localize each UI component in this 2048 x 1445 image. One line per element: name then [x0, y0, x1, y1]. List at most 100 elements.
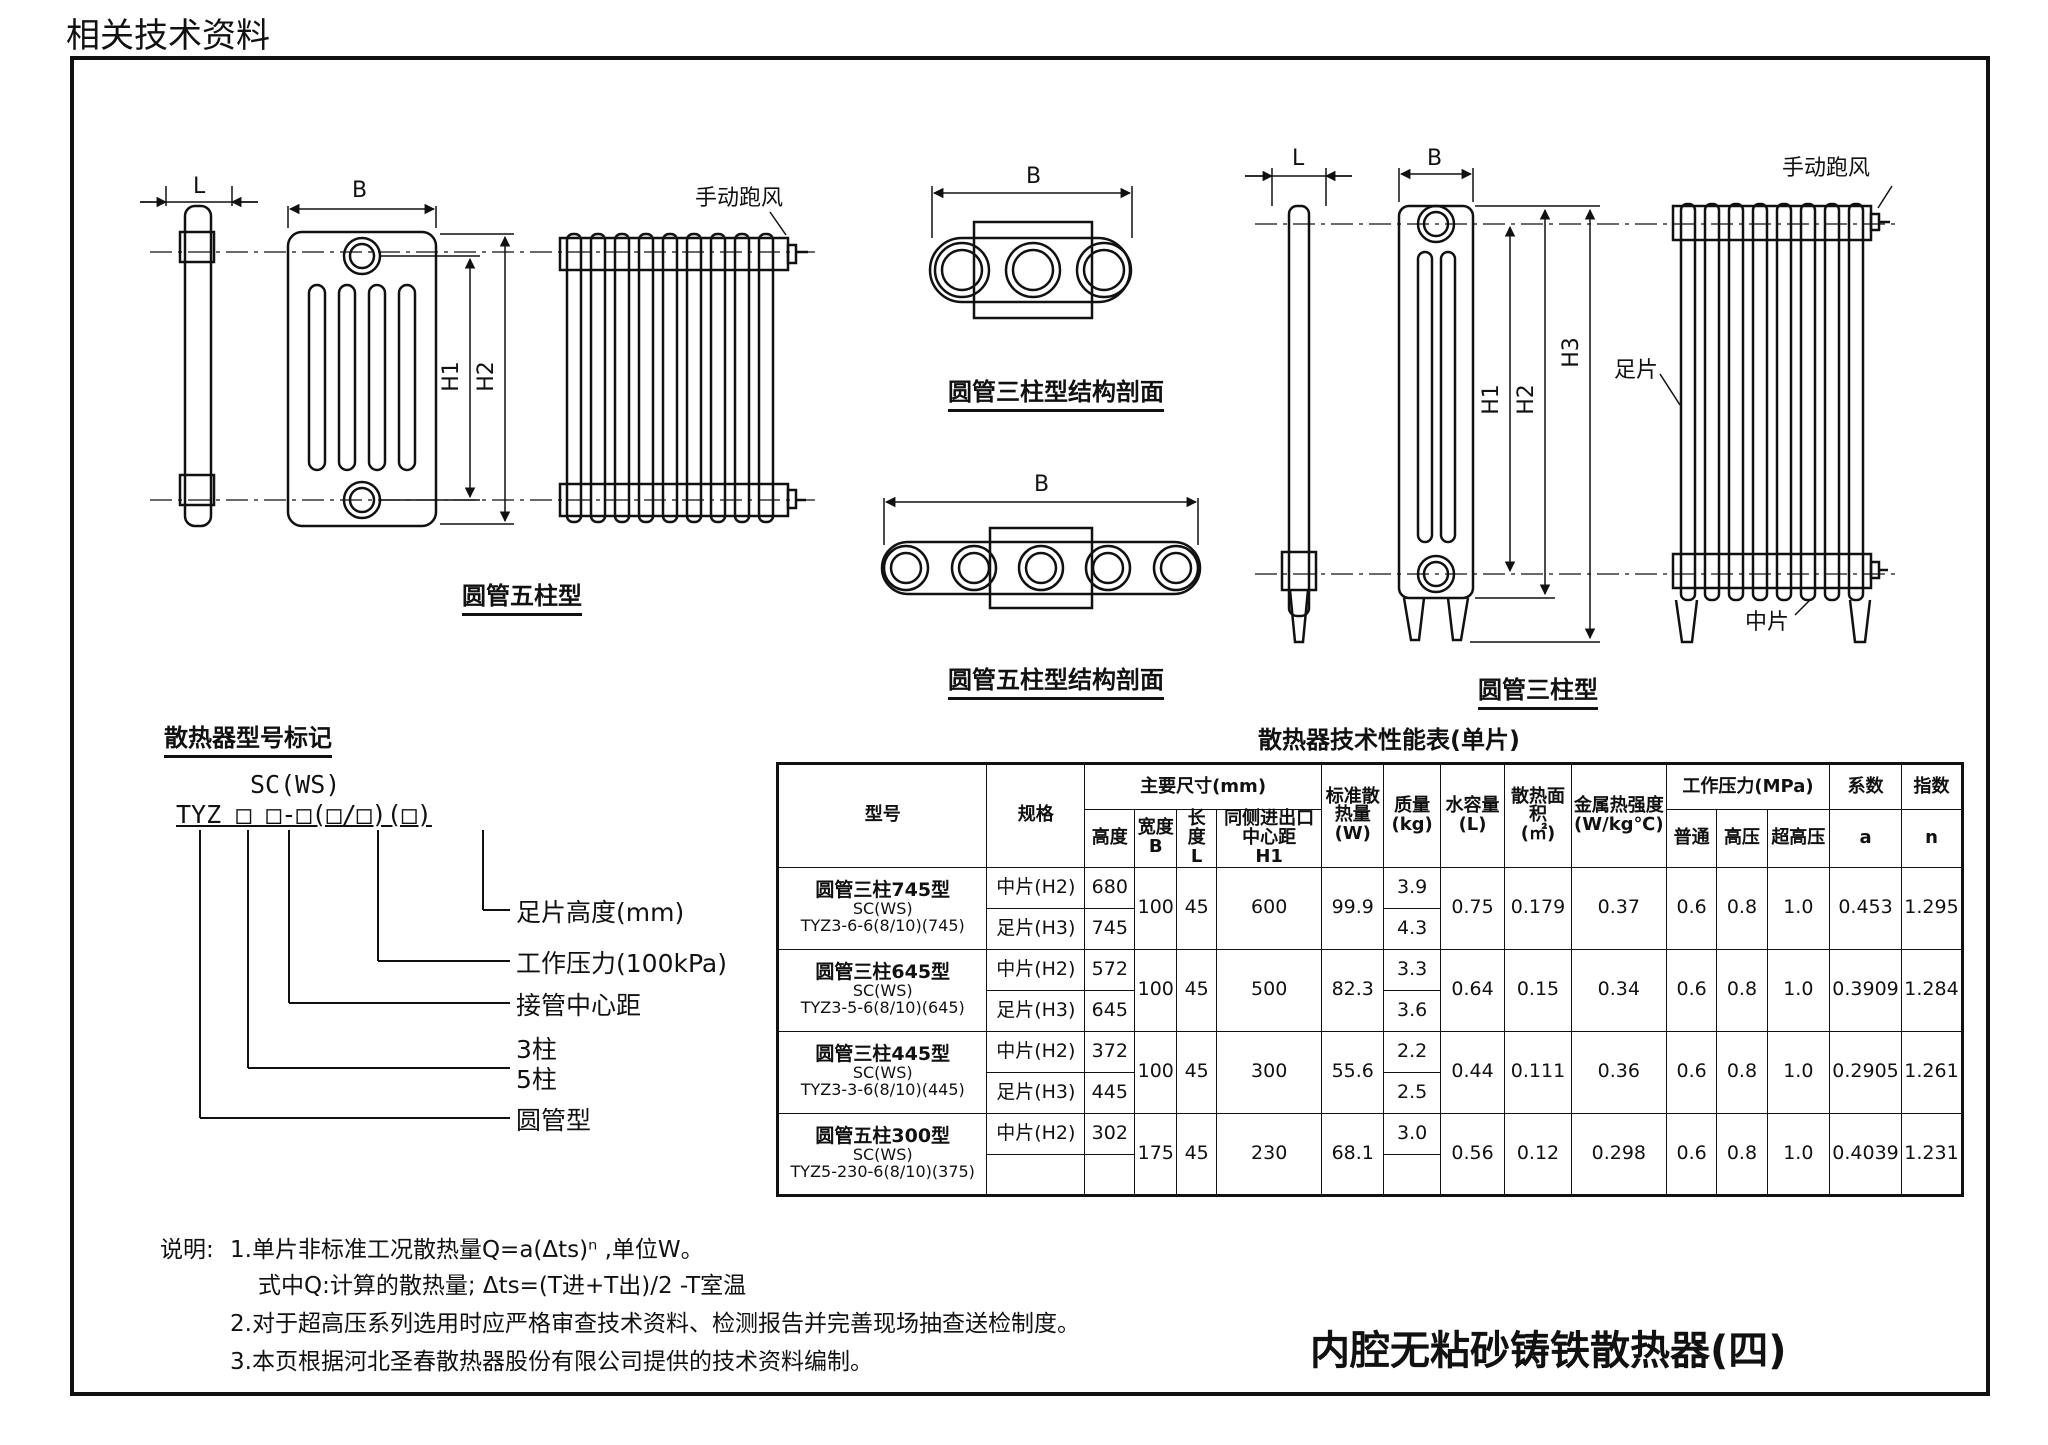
- p-high-cell: 0.8: [1716, 1030, 1768, 1114]
- table-row-sub: 足片(H3) 645 3.6: [778, 989, 1963, 1032]
- five-col-center-lines: [150, 251, 815, 501]
- five-col-side-view: [140, 186, 258, 528]
- length-cell: 45: [1176, 1030, 1218, 1114]
- length-cell: 45: [1176, 948, 1218, 1032]
- three-col-dim-H1: H1: [1478, 384, 1504, 415]
- heat-cell: 99.9: [1321, 866, 1385, 950]
- five-col-caption: 圆管五柱型: [462, 576, 582, 616]
- water-cell: 0.75: [1439, 866, 1506, 950]
- three-col-middle-label: 中片: [1745, 610, 1790, 635]
- perf-table: 型号 规格 主要尺寸(mm) 标准散热量(W) 质量(kg) 水容量(L) 散热…: [776, 762, 1964, 1197]
- model-code-line1: SC(WS): [250, 770, 341, 799]
- area-cell: 0.111: [1504, 1030, 1572, 1114]
- heat-cell: 82.3: [1321, 948, 1385, 1032]
- th-area: 散热面积(㎡): [1504, 763, 1572, 868]
- three-col-front-view: [1397, 168, 1600, 643]
- five-col-dim-B: B: [352, 178, 368, 203]
- mass-cell: [1383, 1153, 1441, 1196]
- th-main-dims: 主要尺寸(mm): [1084, 763, 1323, 810]
- page-title: 内腔无粘砂铸铁散热器(四): [1310, 1328, 1787, 1374]
- coef-cell: 0.4039: [1829, 1112, 1903, 1196]
- spec-cell: 足片(H3): [986, 907, 1086, 950]
- heat-cell: 55.6: [1321, 1030, 1385, 1114]
- width-cell: 100: [1134, 1030, 1178, 1114]
- p-high-cell: 0.8: [1716, 866, 1768, 950]
- th-spec: 规格: [986, 763, 1086, 868]
- three-col-assembly-view: [1659, 185, 1893, 644]
- mass-cell: 3.9: [1383, 866, 1441, 909]
- metal-cell: 0.298: [1570, 1112, 1667, 1196]
- five-col-section: [880, 496, 1202, 610]
- heat-cell: 68.1: [1321, 1112, 1385, 1196]
- length-cell: 45: [1176, 1112, 1218, 1196]
- p-ultra-cell: 1.0: [1766, 1030, 1831, 1114]
- metal-cell: 0.37: [1570, 866, 1667, 950]
- spec-cell: 足片(H3): [986, 989, 1086, 1032]
- exp-cell: 1.261: [1901, 1030, 1963, 1114]
- five-col-dim-H1: H1: [438, 361, 464, 392]
- spec-cell: [986, 1153, 1086, 1196]
- spec-cell: 中片(H2): [986, 948, 1086, 991]
- th-exp-sym: n: [1901, 809, 1963, 868]
- model-code-title: 散热器型号标记: [164, 718, 332, 758]
- notes-label: 说明:: [160, 1237, 214, 1263]
- th-pressure: 工作压力(MPa): [1665, 763, 1831, 810]
- th-metal: 金属热强度(W/kg℃): [1570, 763, 1667, 868]
- three-col-vent-label: 手动跑风: [1782, 156, 1871, 181]
- th-p-ultra: 超高压: [1766, 809, 1831, 868]
- legend-foot-height: 足片高度(mm): [516, 898, 685, 927]
- legend-pressure: 工作压力(100kPa): [516, 949, 727, 978]
- th-model: 型号: [776, 763, 988, 868]
- th-p-normal: 普通: [1665, 809, 1718, 868]
- coef-cell: 0.3909: [1829, 948, 1903, 1032]
- center-cell: 600: [1216, 866, 1323, 950]
- p-normal-cell: 0.6: [1665, 1112, 1718, 1196]
- th-exp: 指数: [1901, 763, 1963, 810]
- spec-cell: 中片(H2): [986, 866, 1086, 909]
- p-normal-cell: 0.6: [1665, 1030, 1718, 1114]
- p-ultra-cell: 1.0: [1766, 948, 1831, 1032]
- mass-cell: 3.6: [1383, 989, 1441, 1032]
- height-cell: 445: [1084, 1071, 1136, 1114]
- legend-5-column: 5柱: [516, 1065, 557, 1094]
- three-col-dim-L: L: [1292, 146, 1305, 171]
- mass-cell: 3.0: [1383, 1112, 1441, 1155]
- mass-cell: 2.2: [1383, 1030, 1441, 1073]
- five-section-caption: 圆管五柱型结构剖面: [948, 660, 1164, 700]
- width-cell: 175: [1134, 1112, 1178, 1196]
- model-code-leaders: [199, 830, 510, 1119]
- legend-round-tube: 圆管型: [516, 1106, 592, 1135]
- mass-cell: 2.5: [1383, 1071, 1441, 1114]
- five-col-assembly-view: [558, 211, 808, 524]
- area-cell: 0.12: [1504, 1112, 1572, 1196]
- width-cell: 100: [1134, 948, 1178, 1032]
- th-mass: 质量(kg): [1383, 763, 1441, 868]
- legend-center-distance: 接管中心距: [516, 991, 642, 1020]
- model-code-line2: TYZ □ □-□(□/□)(□): [176, 800, 432, 829]
- metal-cell: 0.36: [1570, 1030, 1667, 1114]
- three-section-caption: 圆管三柱型结构剖面: [948, 372, 1164, 412]
- exp-cell: 1.295: [1901, 866, 1963, 950]
- th-coef-sym: a: [1829, 809, 1903, 868]
- three-col-dim-H3: H3: [1558, 337, 1584, 368]
- five-col-vent-label: 手动跑风: [695, 186, 784, 211]
- th-height: 高度: [1084, 809, 1136, 868]
- three-section-dim-B: B: [1026, 164, 1042, 189]
- note-3: 3.本页根据河北圣春散热器股份有限公司提供的技术资料编制。: [230, 1349, 873, 1375]
- th-water: 水容量(L): [1439, 763, 1506, 868]
- th-coef: 系数: [1829, 763, 1903, 810]
- center-cell: 500: [1216, 948, 1323, 1032]
- th-heat: 标准散热量(W): [1321, 763, 1385, 868]
- table-row-sub: 足片(H3) 745 4.3: [778, 907, 1963, 950]
- note-2: 2.对于超高压系列选用时应严格审查技术资料、检测报告并完善现场抽查送检制度。: [230, 1311, 1080, 1337]
- drawing-frame: [70, 56, 1990, 1396]
